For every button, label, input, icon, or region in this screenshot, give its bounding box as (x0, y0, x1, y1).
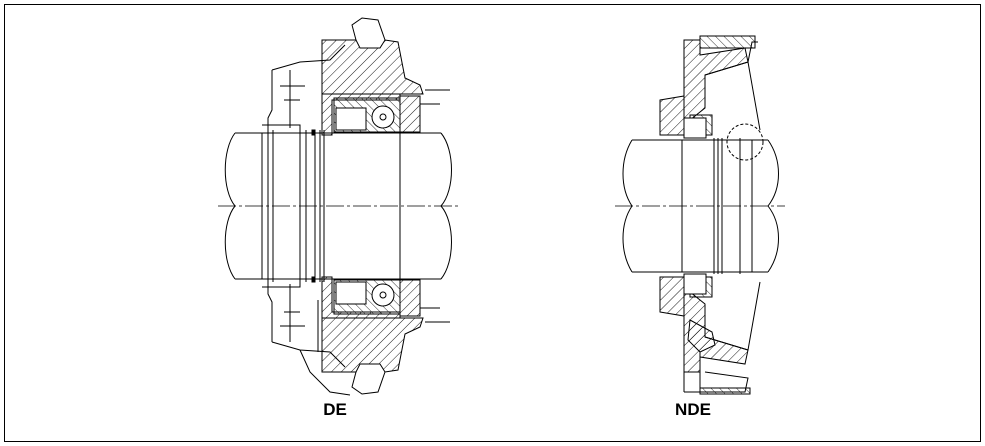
nde-bearing-drawing (615, 35, 785, 395)
nde-upper-end-shield (683, 39, 749, 121)
de-upper-housing (321, 39, 424, 95)
de-label: DE (323, 400, 347, 419)
de-lower-housing (321, 317, 424, 373)
nde-lower-bearing (683, 273, 707, 295)
nde-detail-circle (726, 123, 764, 161)
nde-shaft (632, 139, 768, 273)
de-bearing-drawing (218, 17, 458, 396)
figure-frame (4, 4, 981, 442)
de-shaft (235, 132, 441, 280)
nde-upper-bearing (683, 117, 707, 139)
nde-label: NDE (675, 400, 711, 419)
